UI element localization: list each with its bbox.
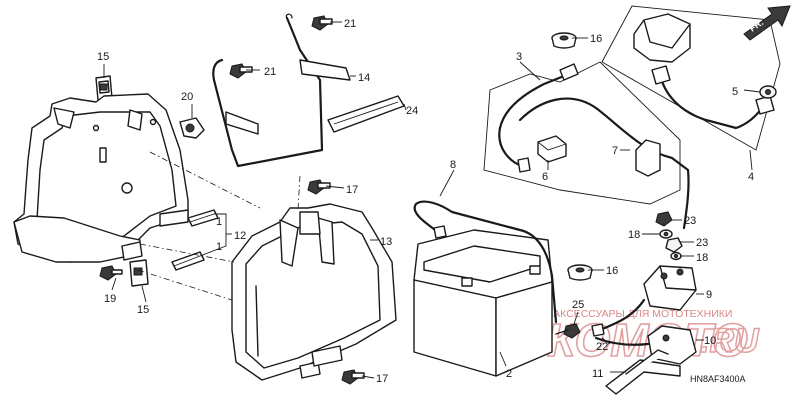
callout-18: 18 [696,252,708,264]
battery-box [13,93,189,263]
part-2-battery [413,200,558,377]
callout-12: 12 [234,230,246,242]
callout-15: 15 [137,304,149,316]
callout-2: 2 [506,368,512,380]
callout-numbers: 15 20 21 21 14 24 17 1 12 1 13 17 19 15 … [97,18,754,385]
part-11-bracket [605,349,681,395]
part-15-clip-upper [95,75,113,101]
callout-16: 16 [590,33,602,45]
part-6-relay-block [537,135,567,163]
callout-23: 23 [684,215,696,227]
part-24-strap [327,95,405,133]
callout-19: 19 [104,293,116,305]
part-21-bolt-top [311,15,333,31]
callout-9: 9 [706,289,712,301]
callout-20: 20 [181,91,193,103]
callout-7: 7 [612,145,618,157]
part-18-nut-lower [670,251,682,261]
callout-1: 1 [216,216,222,228]
part-1-pad-lower [171,251,205,271]
diagram-code: HN8AF3400A [690,374,746,384]
part-19-bolt [99,265,123,281]
callout-6: 6 [542,171,548,183]
watermark-domain: .RU [700,322,760,360]
callout-8: 8 [450,159,456,171]
part-17-bolt-upper [307,179,331,195]
part-15-clip-lower [129,259,149,287]
part-21-bolt-mid [229,63,253,79]
callout-17: 17 [376,373,388,385]
callout-25: 25 [572,299,584,311]
callout-21: 21 [264,66,276,78]
callout-14: 14 [358,72,370,84]
callout-15: 15 [97,51,109,63]
callout-3: 3 [516,51,522,63]
battery-hold-down-band [212,13,351,168]
callout-10: 10 [704,335,716,347]
part-17-bolt-lower [341,369,365,385]
arrow-icon [743,5,791,41]
part-5-terminal [759,85,777,99]
part-23-nut-upper [655,211,673,227]
part-16-grommet-top [551,32,577,49]
part-1-pad-upper [187,209,219,227]
callout-13: 13 [380,236,392,248]
callout-17: 17 [346,184,358,196]
callout-11: 11 [592,368,603,380]
dashed-leader [137,269,233,301]
part-18-nut-upper [659,229,673,239]
callout-4: 4 [748,171,754,183]
callout-16: 16 [606,265,618,277]
part-23-nut-lower [665,237,683,253]
callout-18: 18 [628,229,640,241]
callout-21: 21 [344,18,356,30]
part-4-cable [633,13,775,130]
front-direction-arrow: FR. [743,5,791,41]
part-16-grommet-mid [567,264,593,281]
part-25-bolt [555,323,581,339]
part-22-wire [591,298,650,346]
part-9-starter-relay [643,265,697,311]
part-13-battery-case [231,203,397,381]
part-7-cover [635,139,661,177]
leader-lines [103,21,761,379]
dashed-leader [297,175,301,211]
callout-5: 5 [732,86,738,98]
part-20-clamp [179,117,205,139]
dashed-leader [139,243,235,263]
callout-22: 22 [596,341,608,353]
callout-23: 23 [696,237,708,249]
callout-1: 1 [216,241,222,253]
callout-24: 24 [406,105,418,117]
part-3-outline [483,61,681,205]
part-3-cable [498,63,690,230]
